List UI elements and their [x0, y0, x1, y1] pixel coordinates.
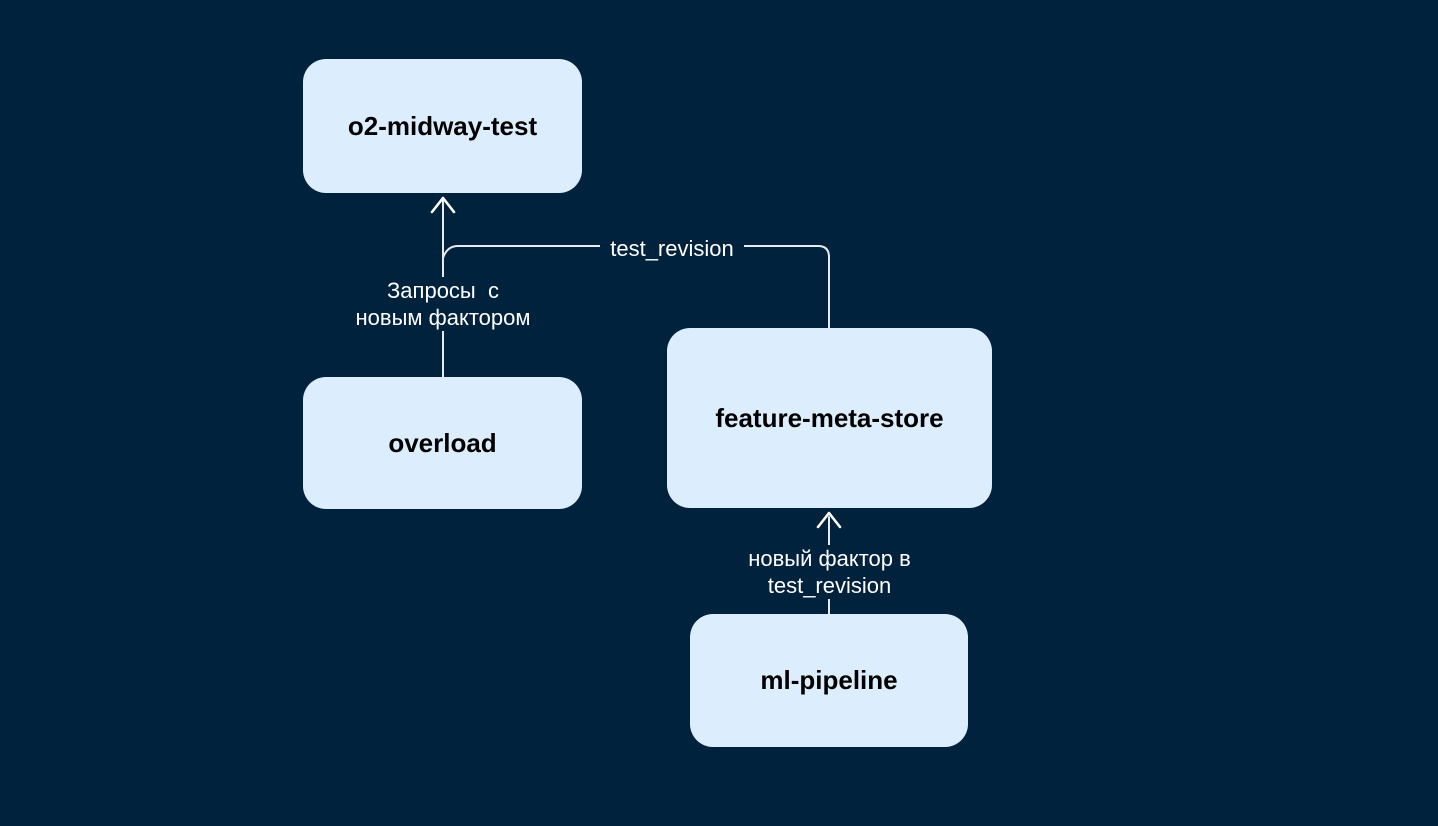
arrow-up-icon	[430, 196, 456, 214]
edge-label-test-revision: test_revision	[600, 236, 744, 262]
edge-label-novy-faktor-v-test-revision: новый фактор в test_revision	[722, 545, 937, 599]
node-overload: overload	[303, 377, 582, 509]
edge-label-line: новым фактором	[355, 305, 531, 330]
node-label: o2-midway-test	[347, 110, 538, 141]
edge-label-line: test_revision	[767, 573, 892, 598]
edge-label-line: Запросы с	[387, 278, 499, 303]
edge-label-line: test_revision	[610, 236, 734, 261]
edge-label-zaprosy-s-novym-faktorom: Запросы с новым фактором	[324, 277, 562, 331]
node-label: feature-meta-store	[715, 402, 944, 433]
arrow-up-icon	[816, 511, 842, 529]
node-ml-pipeline: ml-pipeline	[690, 614, 968, 747]
edge-feature-meta-store-to-o2	[442, 245, 830, 329]
edge-label-line: новый фактор в	[748, 546, 911, 571]
node-feature-meta-store: feature-meta-store	[667, 328, 992, 508]
node-label: overload	[388, 427, 497, 458]
node-o2-midway-test: o2-midway-test	[303, 59, 582, 193]
node-label: ml-pipeline	[760, 665, 898, 695]
